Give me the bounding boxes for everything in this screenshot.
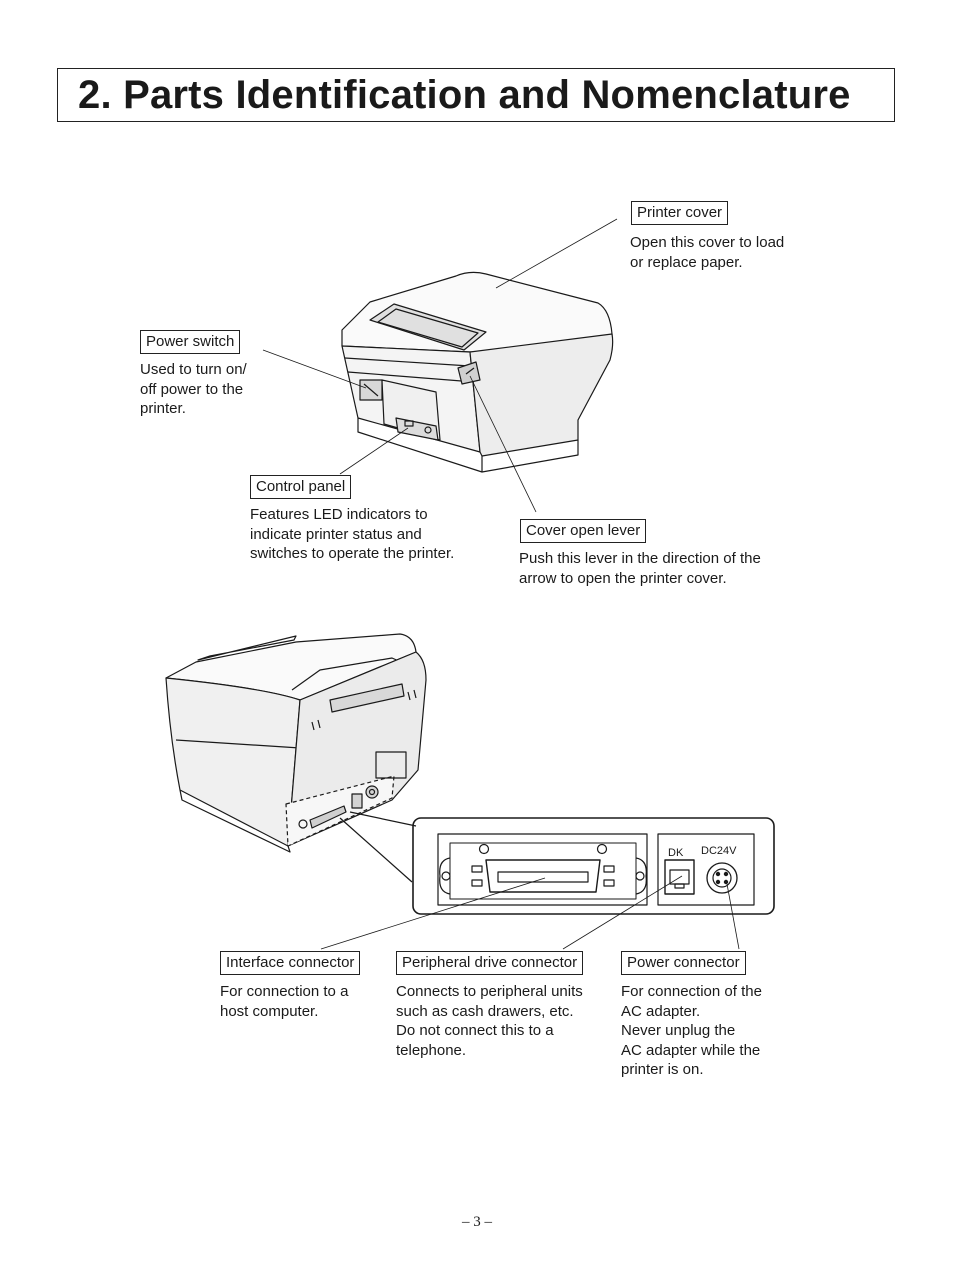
power-switch-label: Power switch [140,330,241,354]
interface-connector-desc: For connection to a host computer. [220,983,349,1020]
printer-cover-label: Printer cover [631,201,729,225]
cover-open-lever-label: Cover open lever [520,519,647,543]
peripheral-drive-connector-desc: Connects to peripheral units such as cas… [396,983,583,1059]
control-panel-desc: Features LED indicators to indicate prin… [250,506,455,562]
page-title: 2. Parts Identification and Nomenclature [78,72,851,117]
dk-text: DK [668,847,684,859]
interface-connector-label: Interface connector [220,951,361,975]
power-connector-desc: For connection of the AC adapter. Never … [621,983,762,1078]
cover-open-lever-desc: Push this lever in the direction of the … [519,550,761,587]
control-panel-label: Control panel [250,475,352,499]
power-connector-label: Power connector [621,951,746,975]
printer-cover-desc: Open this cover to load or replace paper… [630,234,785,271]
power-switch-desc: Used to turn on/ off power to the printe… [140,361,247,417]
page-number: – 3 – [462,1214,492,1230]
peripheral-drive-connector-label: Peripheral drive connector [396,951,584,975]
front-printer-drawing [341,271,614,473]
page-title-box: 2. Parts Identification and Nomenclature [57,68,895,122]
dc24v-text: DC24V [701,845,737,857]
rear-printer-drawing [165,633,427,853]
rear-panel-detail [412,817,775,915]
